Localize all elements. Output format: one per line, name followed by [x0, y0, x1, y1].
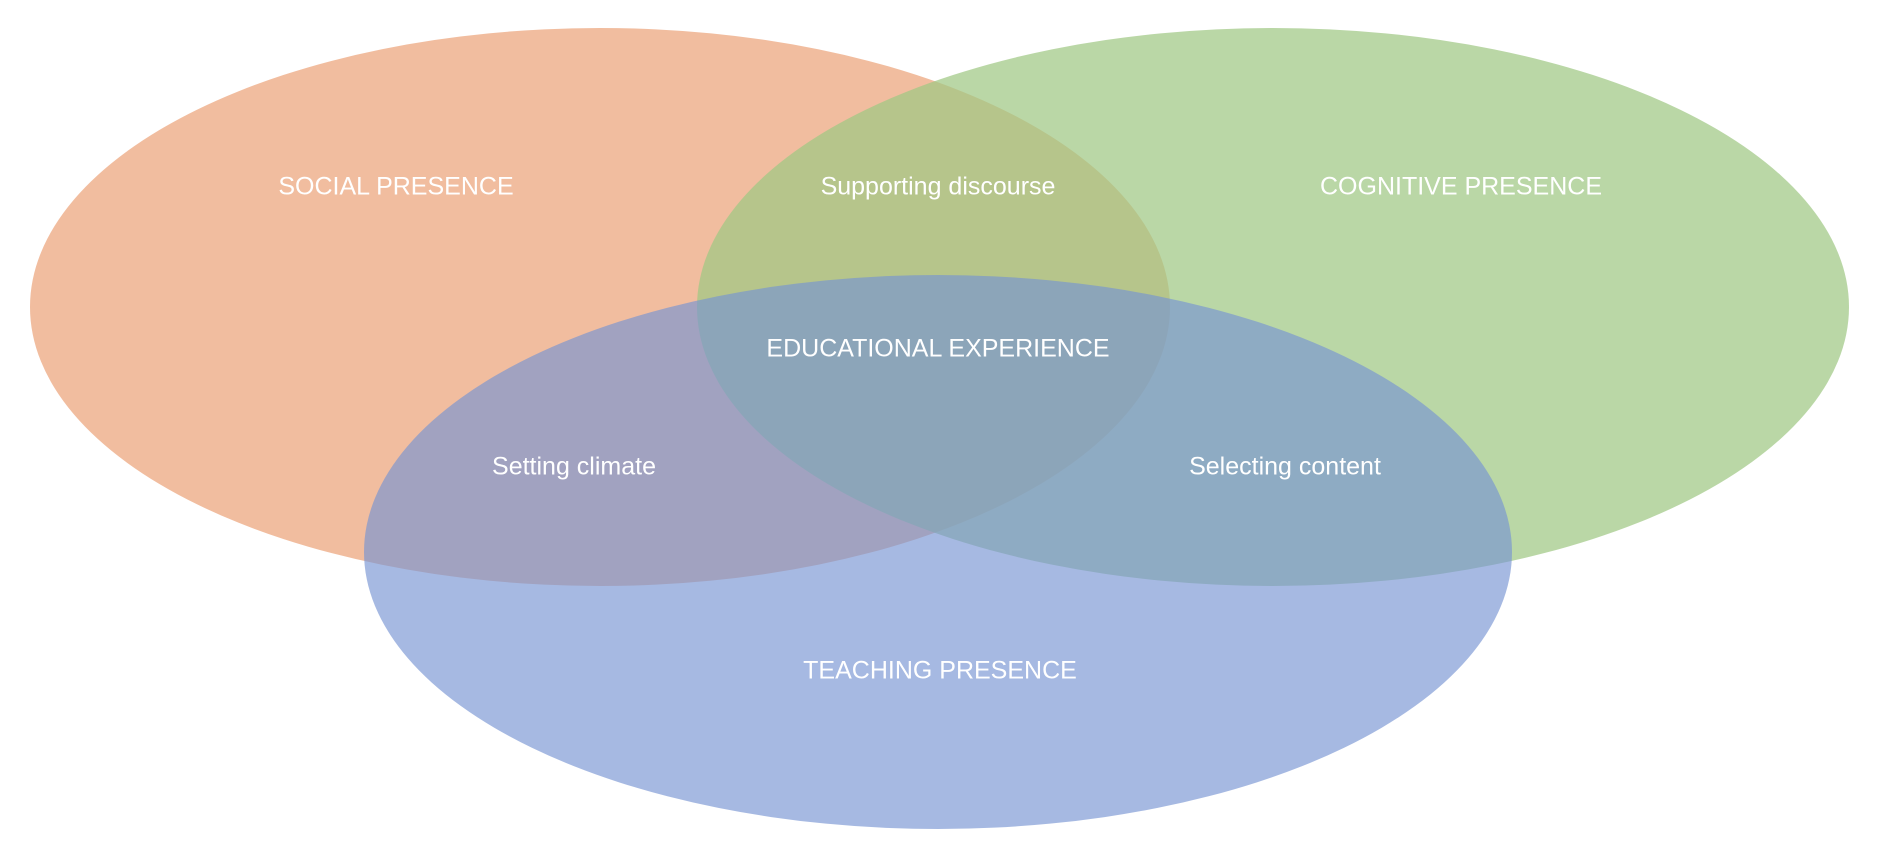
social-presence-label: SOCIAL PRESENCE [278, 173, 513, 201]
venn-circles [30, 28, 1849, 829]
setting-climate-label: Setting climate [492, 453, 656, 481]
supporting-discourse-label: Supporting discourse [821, 173, 1056, 201]
teaching-presence-ellipse [364, 275, 1512, 829]
educational-experience-label: EDUCATIONAL EXPERIENCE [766, 335, 1109, 363]
selecting-content-label: Selecting content [1189, 453, 1381, 481]
venn-labels: SOCIAL PRESENCE COGNITIVE PRESENCE TEACH… [278, 173, 1602, 685]
teaching-presence-label: TEACHING PRESENCE [803, 657, 1077, 685]
cognitive-presence-label: COGNITIVE PRESENCE [1320, 173, 1602, 201]
